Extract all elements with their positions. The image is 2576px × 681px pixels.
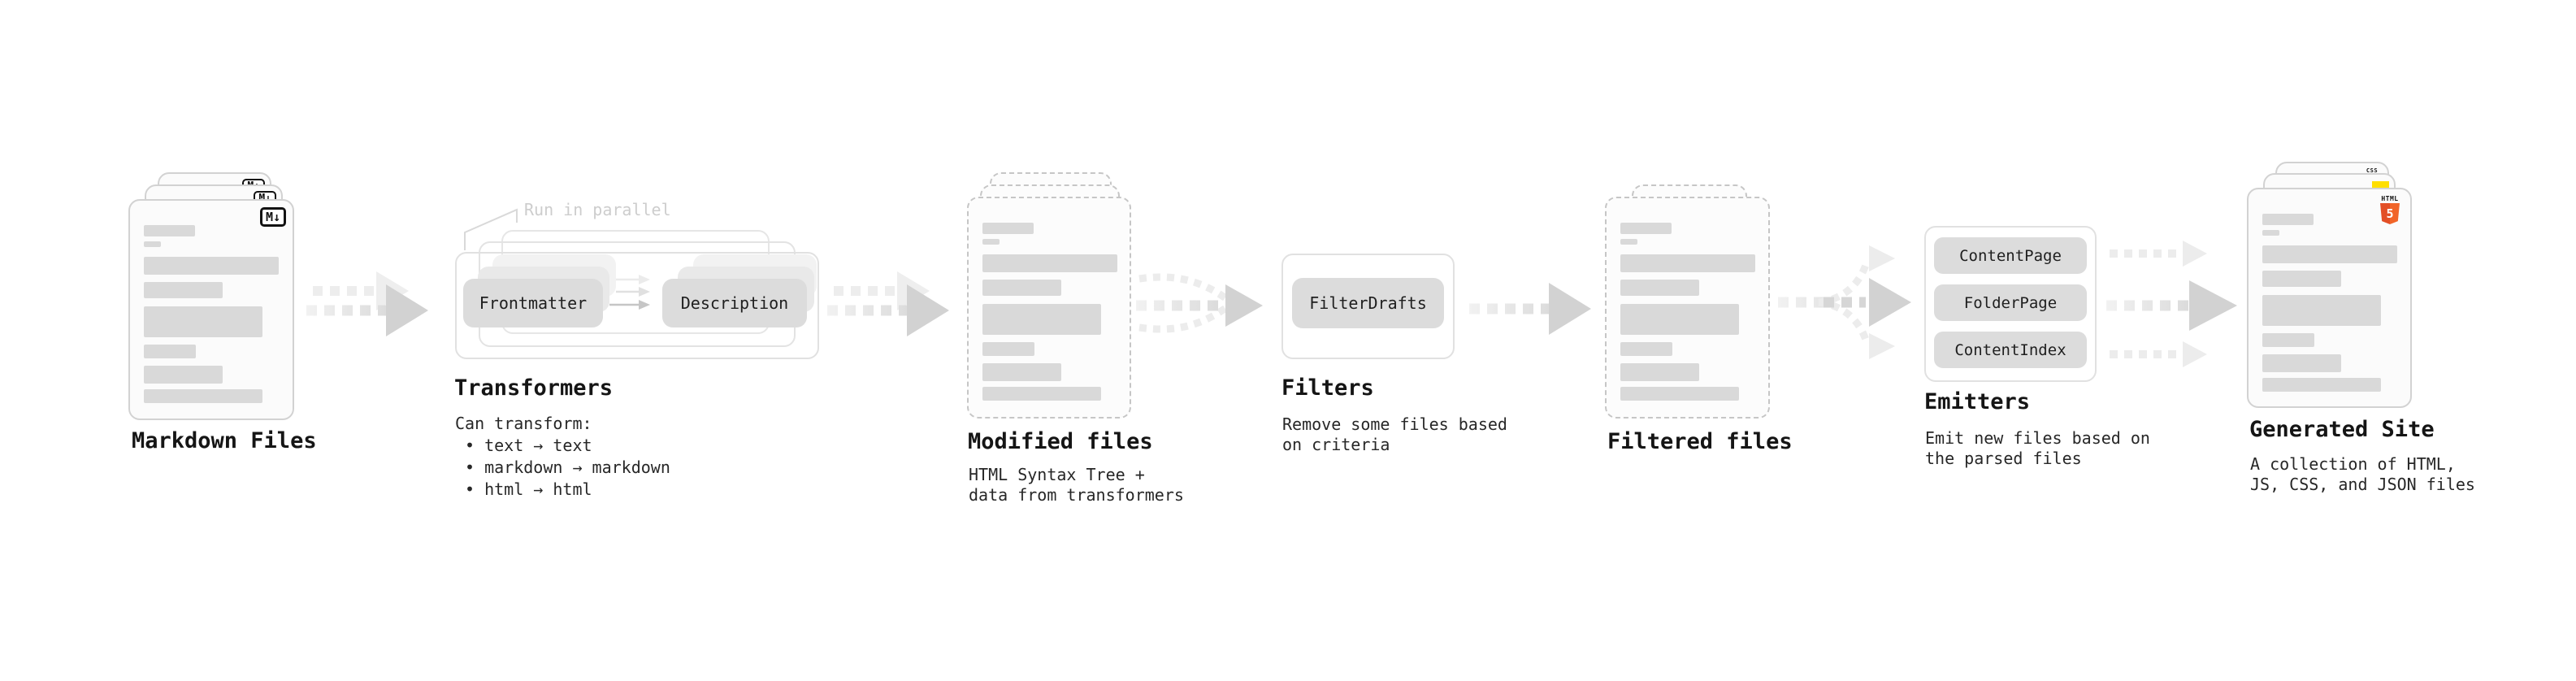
arrow-filtered-to-emitters-fanout	[1778, 245, 1911, 359]
placeholder-text-lines	[144, 225, 279, 403]
placeholder-bar	[144, 241, 161, 247]
emitter-pill-contentindex: ContentIndex	[1934, 332, 2087, 368]
placeholder-bar	[982, 254, 1117, 272]
run-in-parallel-label: Run in parallel	[524, 200, 671, 219]
emitters-box	[1924, 226, 2097, 382]
file-card: HTML 5	[2247, 188, 2412, 408]
transformer-pill-frontmatter: Frontmatter	[463, 279, 603, 327]
placeholder-bar	[982, 342, 1034, 356]
stage-note: HTML Syntax Tree + data from transformer…	[969, 465, 1184, 505]
placeholder-bar	[144, 225, 195, 236]
parallel-arrows-icon	[609, 275, 650, 310]
placeholder-bar	[2262, 354, 2341, 372]
stage-title: Emitters	[1924, 389, 2031, 414]
note-bullet: • html → html	[465, 479, 592, 499]
placeholder-bar	[144, 282, 223, 298]
placeholder-text-lines	[2262, 214, 2397, 392]
note-bullet: • markdown → markdown	[465, 458, 670, 477]
note-bullet: • text → text	[465, 436, 592, 455]
stage-title: Filters	[1281, 375, 1374, 401]
placeholder-bar	[144, 257, 279, 275]
arrow-modified-to-filters-merge	[1136, 273, 1263, 333]
stage-title: Transformers	[454, 375, 614, 401]
placeholder-bar	[982, 387, 1101, 401]
arrow-filters-to-filtered	[1469, 283, 1591, 335]
emitter-pill-contentpage: ContentPage	[1934, 237, 2087, 274]
placeholder-bar	[2262, 295, 2381, 326]
placeholder-bar	[2262, 333, 2314, 347]
placeholder-bar	[982, 223, 1034, 234]
note-line: Emit new files based on	[1925, 428, 2150, 448]
placeholder-bar	[1620, 223, 1672, 234]
placeholder-bar	[2262, 214, 2314, 225]
arrow-emitters-to-generated	[2106, 241, 2237, 367]
filtered-file-stack	[1605, 184, 1797, 424]
file-card-dashed	[1605, 197, 1770, 419]
stage-note: Emit new files based on the parsed files	[1925, 428, 2150, 469]
stage-title: Filtered files	[1607, 429, 1793, 454]
annotation-leader-line	[464, 208, 518, 250]
placeholder-text-lines	[982, 223, 1117, 401]
note-line: A collection of HTML,	[2250, 454, 2456, 474]
html5-icon: HTML 5	[2379, 195, 2400, 224]
placeholder-bar	[2262, 245, 2397, 263]
markdown-file-stack: M↓ M↓ M↓	[128, 172, 323, 424]
stage-note: Can transform: • text → text • markdown …	[455, 413, 670, 501]
placeholder-bar	[2262, 378, 2381, 392]
html5-shield: 5	[2380, 203, 2400, 224]
stage-title: Markdown Files	[132, 428, 317, 453]
placeholder-bar	[1620, 363, 1699, 381]
placeholder-bar	[982, 280, 1061, 296]
placeholder-bar	[144, 306, 262, 337]
stage-title: Modified files	[968, 429, 1153, 454]
transformer-pill-description: Description	[662, 279, 807, 327]
placeholder-text-lines	[1620, 223, 1755, 401]
filters-box	[1281, 254, 1455, 359]
stage-note: Remove some files based on criteria	[1282, 414, 1507, 455]
note-line: the parsed files	[1925, 449, 2082, 468]
generated-file-stack: CSS HTML 5	[2247, 161, 2442, 413]
note-line: Can transform:	[455, 414, 592, 433]
note-line: Remove some files based	[1282, 414, 1507, 434]
js-icon	[2372, 181, 2389, 189]
note-line: HTML Syntax Tree +	[969, 465, 1145, 484]
arrow-markdown-to-transformers	[306, 271, 428, 336]
placeholder-bar	[982, 304, 1101, 335]
placeholder-bar	[1620, 254, 1755, 272]
note-line: JS, CSS, and JSON files	[2250, 475, 2475, 494]
stage-title: Generated Site	[2249, 417, 2435, 442]
placeholder-bar	[144, 389, 262, 403]
placeholder-bar	[982, 239, 1000, 245]
file-card: M↓	[128, 199, 294, 420]
emitter-pill-folderpage: FolderPage	[1934, 284, 2087, 321]
placeholder-bar	[144, 366, 223, 384]
transformer-box-front	[455, 252, 819, 359]
stage-note: A collection of HTML, JS, CSS, and JSON …	[2250, 454, 2475, 495]
filter-pill-filterdrafts: FilterDrafts	[1292, 278, 1444, 328]
arrow-transformers-to-modified	[827, 271, 949, 336]
css-badge-text: CSS	[2366, 167, 2379, 174]
placeholder-bar	[1620, 342, 1672, 356]
placeholder-bar	[2262, 271, 2341, 287]
placeholder-bar	[2262, 230, 2279, 236]
note-line: on criteria	[1282, 435, 1390, 454]
html5-badge-text: HTML	[2381, 195, 2399, 202]
markdown-icon: M↓	[259, 207, 286, 227]
modified-file-stack	[967, 172, 1159, 424]
placeholder-bar	[1620, 304, 1739, 335]
placeholder-bar	[982, 363, 1061, 381]
placeholder-bar	[144, 345, 196, 358]
placeholder-bar	[1620, 239, 1637, 245]
note-line: data from transformers	[969, 485, 1184, 505]
file-card-dashed	[967, 197, 1131, 419]
placeholder-bar	[1620, 280, 1699, 296]
placeholder-bar	[1620, 387, 1739, 401]
